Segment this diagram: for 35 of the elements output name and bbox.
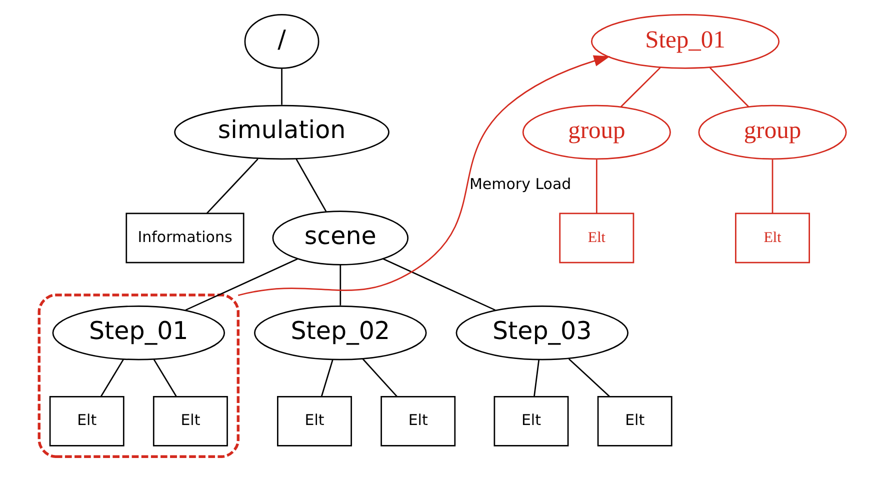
connector: [568, 358, 610, 397]
node-box: Elt: [380, 395, 456, 446]
node-box: Elt: [597, 395, 672, 446]
connector: [534, 359, 540, 396]
connector: [710, 66, 750, 107]
node-box: Elt: [494, 395, 569, 446]
connector: [340, 264, 342, 305]
connector: [362, 358, 398, 397]
node-box: Elt: [152, 395, 228, 446]
connector: [382, 258, 496, 310]
node-box: Elt: [49, 395, 124, 446]
connector: [153, 358, 177, 396]
edge-label: Memory Load: [470, 174, 572, 192]
connector: [281, 68, 282, 104]
node-ellipse: simulation: [174, 104, 390, 160]
node-ellipse: group: [698, 104, 847, 160]
connector: [596, 159, 598, 213]
node-ellipse: Step_02: [254, 304, 427, 360]
node-ellipse: Step_03: [456, 304, 629, 360]
arrow: [238, 54, 610, 296]
connector: [320, 359, 334, 396]
node-box: Elt: [277, 395, 352, 446]
node-ellipse: group: [522, 104, 671, 160]
node-ellipse: /: [244, 14, 320, 68]
node-ellipse: scene: [272, 210, 409, 265]
node-ellipse: Step_01: [52, 304, 226, 360]
connector: [206, 158, 258, 214]
node-box: Informations: [126, 212, 244, 263]
cluster: [38, 293, 240, 458]
connector: [772, 159, 774, 213]
connector: [296, 158, 327, 212]
connector: [620, 66, 661, 107]
node-box: Elt: [735, 212, 810, 263]
node-box: Elt: [559, 212, 634, 263]
connector: [100, 358, 124, 396]
